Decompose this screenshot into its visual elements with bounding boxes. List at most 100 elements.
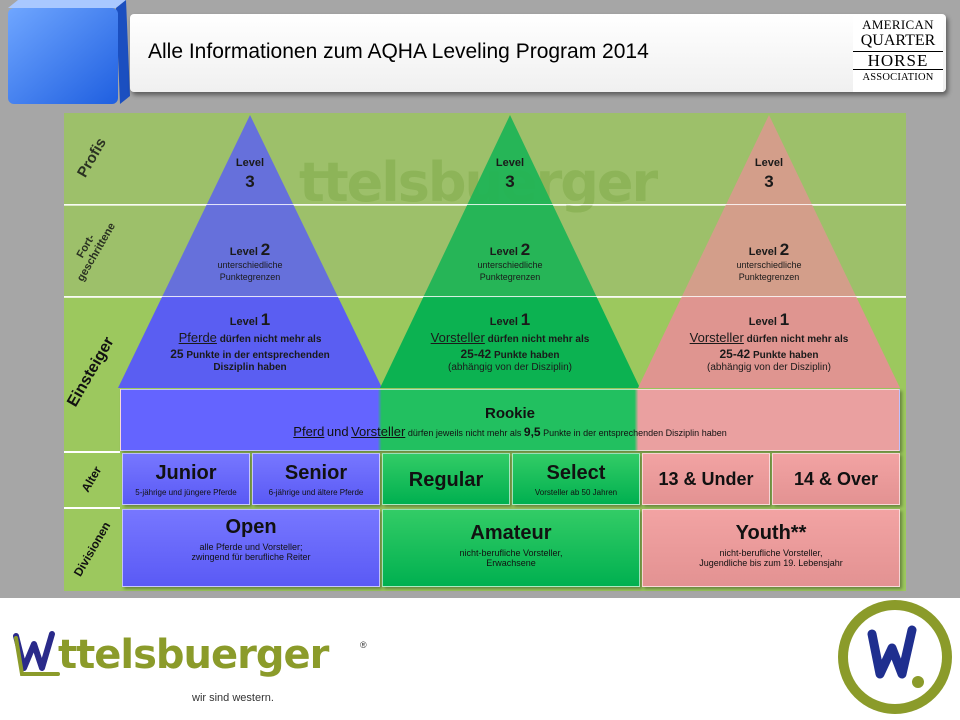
level-label: Level <box>748 246 777 258</box>
leveling-diagram: Profis Fort- geschrittene Einsteiger Alt… <box>64 113 906 591</box>
level-label: Level <box>229 316 258 328</box>
select-box: Select Vorsteller ab 50 Jahren <box>512 453 640 505</box>
youth-box: Youth** nicht-berufliche Vorsteller, Jug… <box>642 509 900 587</box>
pyramid-open <box>118 115 382 388</box>
rookie-title: Rookie <box>484 405 535 422</box>
level-text: Punkte haben <box>752 349 819 361</box>
level-label: Level <box>229 246 258 258</box>
slogan: wir sind western. <box>192 692 274 704</box>
level-number: 3 <box>505 171 515 191</box>
under13-box: 13 & Under <box>642 453 770 505</box>
registered-mark: ® <box>360 640 367 650</box>
regular-box: Regular <box>382 453 510 505</box>
aqha-logo-line: ASSOCIATION <box>862 72 934 83</box>
level-text: Disziplin haben <box>213 362 287 374</box>
p1-level1: Level 1 Pferde dürfen nicht mehr als 25 … <box>150 309 350 375</box>
wordmark: ttelsbuerger <box>58 632 329 678</box>
row-line <box>64 204 906 205</box>
level-number: 1 <box>520 310 531 329</box>
level-text: dürfen nicht mehr als <box>487 334 590 346</box>
aqha-logo-line: HORSE <box>853 51 943 70</box>
pyramid-amateur <box>380 115 640 388</box>
level-number: 1 <box>779 310 790 329</box>
rookie-pferd: Pferd <box>293 424 325 439</box>
select-sub: Vorsteller ab 50 Jahren <box>534 488 618 497</box>
level-number: 1 <box>260 310 271 329</box>
level-label: Level <box>748 316 777 328</box>
p2-level1: Level 1 Vorsteller dürfen nicht mehr als… <box>410 309 610 375</box>
p1-level2: Level 2 unterschiedliche Punktegrenzen <box>180 239 320 283</box>
p1-level3: Level 3 <box>210 157 290 192</box>
aqha-logo-line: AMERICAN <box>862 17 934 32</box>
row-label-divisionen: Divisionen <box>64 507 120 589</box>
open-title: Open <box>225 516 277 538</box>
over14-box: 14 & Over <box>772 453 900 505</box>
junior-title: Junior <box>155 462 217 484</box>
level-label: Level <box>754 157 784 169</box>
p3-level1: Level 1 Vorsteller dürfen nicht mehr als… <box>669 309 869 375</box>
blue-cube-graphic <box>8 0 130 104</box>
level-label: Level <box>235 157 265 169</box>
youth-sub: nicht-berufliche Vorsteller, Jugendliche… <box>699 548 843 568</box>
pyramids-graphic <box>118 115 900 388</box>
level-number: 2 <box>260 240 271 259</box>
senior-title: Senior <box>284 462 348 484</box>
amateur-title: Amateur <box>470 522 552 544</box>
junior-box: Junior 5-jährige und jüngere Pferde <box>122 453 250 505</box>
level-text: (abhängig von der Disziplin) <box>448 362 572 374</box>
pyramid-youth <box>638 115 900 388</box>
rookie-vorsteller: Vorsteller <box>351 424 406 439</box>
rookie-und: und <box>326 424 349 439</box>
p2-level3: Level 3 <box>470 157 550 192</box>
level-desc: unterschiedliche Punktegrenzen <box>736 260 802 282</box>
rookie-points: 9,5 <box>523 425 541 439</box>
over14-title: 14 & Over <box>793 469 879 489</box>
p2-level2: Level 2 unterschiedliche Punktegrenzen <box>440 239 580 283</box>
open-sub: alle Pferde und Vorsteller; zwingend für… <box>191 542 311 562</box>
level-subject: Vorsteller <box>689 330 744 346</box>
level-text: dürfen nicht mehr als <box>746 334 849 346</box>
amateur-sub: nicht-berufliche Vorsteller, Erwachsene <box>459 548 563 568</box>
level-number: 3 <box>764 171 774 191</box>
level-points: 25 <box>170 346 184 361</box>
level-text: Punkte in der entsprechenden <box>186 349 330 361</box>
level-points: 25-42 <box>460 346 492 361</box>
row-label-alter: Alter <box>64 451 120 505</box>
rookie-text: dürfen jeweils nicht mehr als <box>407 428 522 438</box>
rookie-text: Punkte in der entsprechenden Disziplin h… <box>543 428 727 438</box>
level-number: 2 <box>520 240 531 259</box>
level-text: Punkte haben <box>493 349 560 361</box>
level-label: Level <box>495 157 525 169</box>
row-line <box>64 296 906 297</box>
youth-title: Youth** <box>735 522 807 544</box>
title-bar: Alle Informationen zum AQHA Leveling Pro… <box>130 14 946 92</box>
senior-box: Senior 6-jährige und ältere Pferde <box>252 453 380 505</box>
senior-sub: 6-jährige und ältere Pferde <box>268 488 364 497</box>
wittelsbuerger-badge-icon <box>838 600 952 714</box>
amateur-box: Amateur nicht-berufliche Vorsteller, Erw… <box>382 509 640 587</box>
p3-level3: Level 3 <box>729 157 809 192</box>
page-title: Alle Informationen zum AQHA Leveling Pro… <box>148 40 649 63</box>
wittelsbuerger-logo: ttelsbuerger wir sind western. ® <box>12 630 382 710</box>
aqha-logo: AMERICAN QUARTER HORSE ASSOCIATION <box>853 16 943 92</box>
level-points: 25-42 <box>719 346 751 361</box>
open-box: Open alle Pferde und Vorsteller; zwingen… <box>122 509 380 587</box>
level-subject: Pferde <box>178 330 217 346</box>
level-number: 3 <box>245 171 255 191</box>
level-desc: unterschiedliche Punktegrenzen <box>477 260 543 282</box>
level-text: (abhängig von der Disziplin) <box>707 362 831 374</box>
p3-level2: Level 2 unterschiedliche Punktegrenzen <box>699 239 839 283</box>
under13-title: 13 & Under <box>658 469 754 489</box>
select-title: Select <box>546 462 606 484</box>
level-number: 2 <box>779 240 790 259</box>
row-label-text: Alter <box>78 463 105 495</box>
rookie-box: Rookie Pferd und Vorsteller dürfen jewei… <box>120 389 900 451</box>
w-logo-icon <box>13 631 60 676</box>
level-label: Level <box>489 246 518 258</box>
level-text: dürfen nicht mehr als <box>219 334 322 346</box>
aqha-logo-line: QUARTER <box>860 32 936 49</box>
footer: ttelsbuerger wir sind western. ® <box>0 598 960 720</box>
row-label-text: Divisionen <box>70 519 113 579</box>
upper-tint <box>64 113 906 297</box>
level-desc: unterschiedliche Punktegrenzen <box>217 260 283 282</box>
